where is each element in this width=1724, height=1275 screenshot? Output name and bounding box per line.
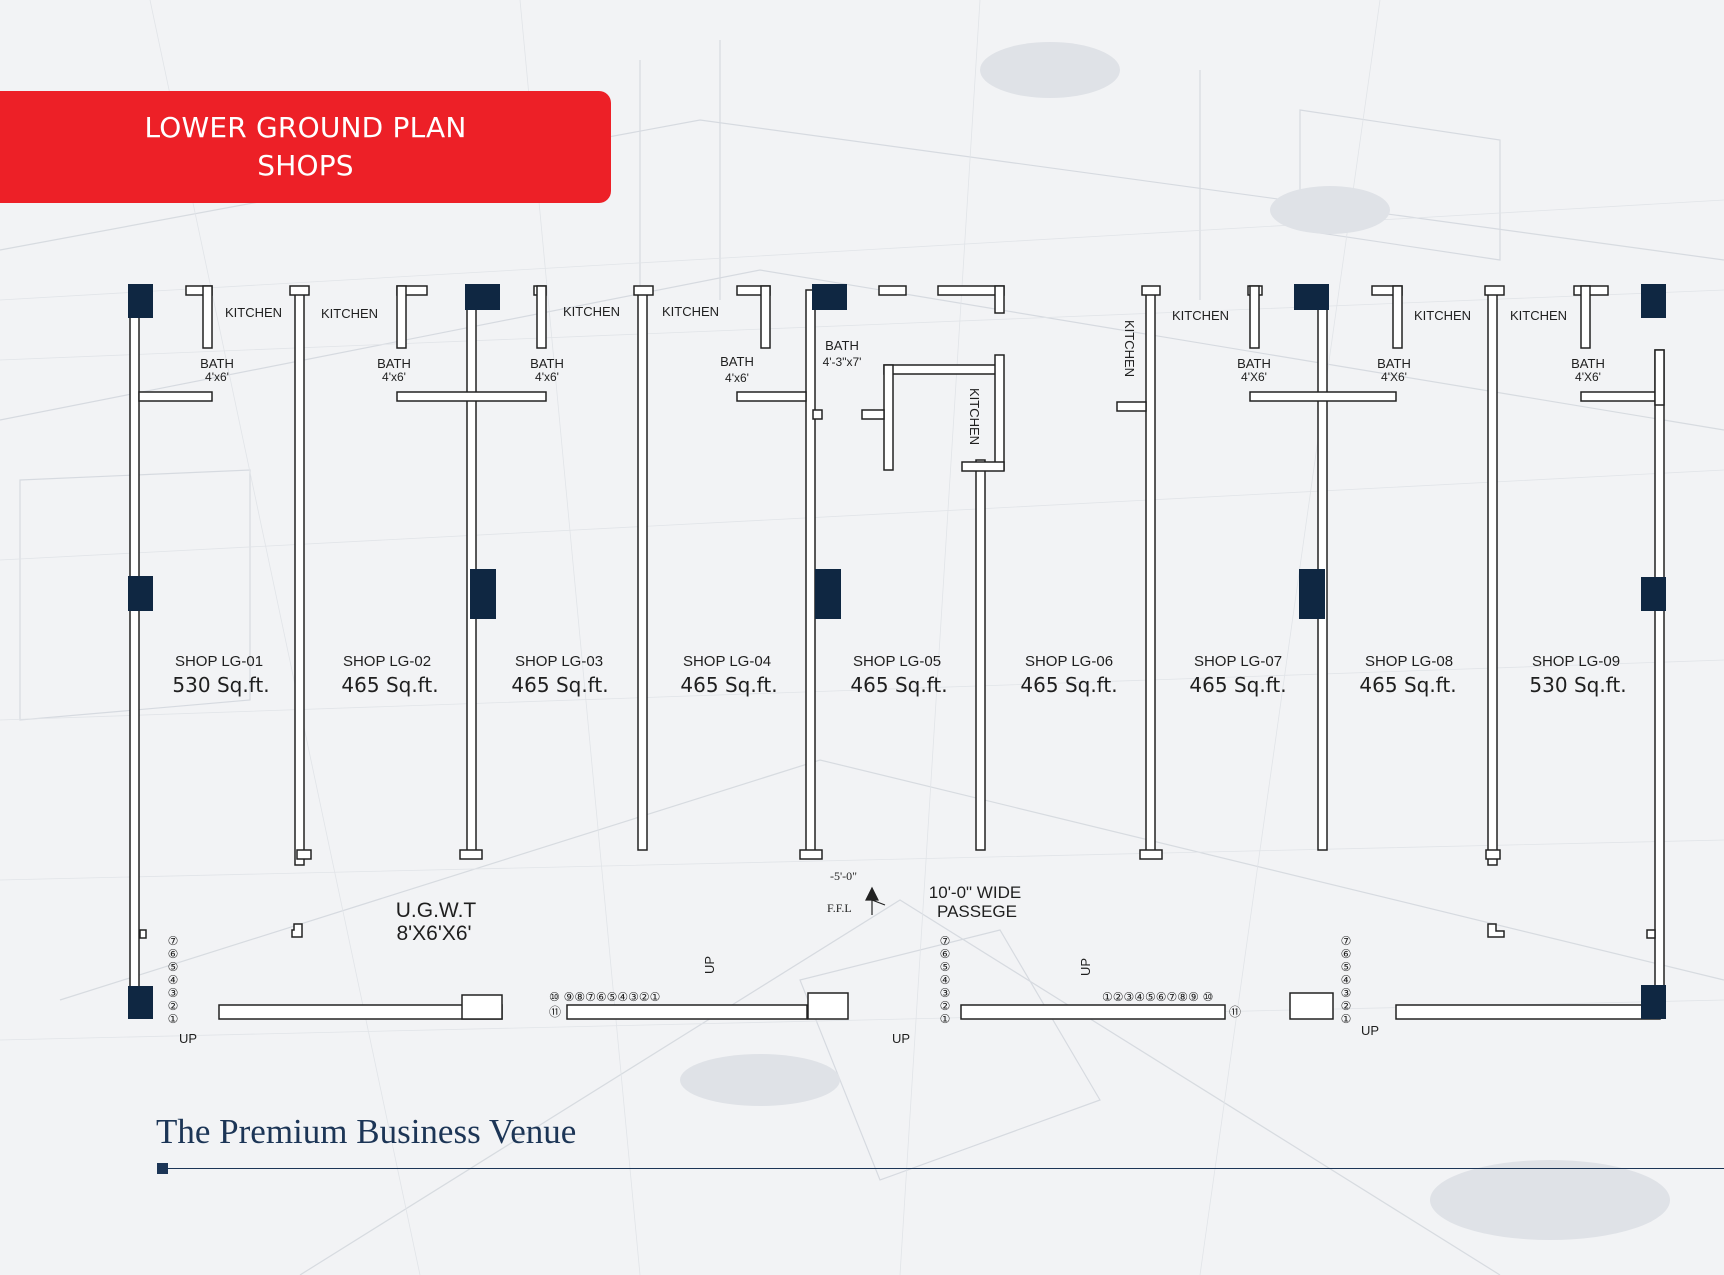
footer-rule-marker bbox=[157, 1163, 168, 1174]
up-label: UP bbox=[179, 1031, 197, 1046]
bath-size: 4'x6' bbox=[382, 370, 406, 384]
footer-tagline: The Premium Business Venue bbox=[156, 1112, 577, 1151]
bath-label: BATH bbox=[200, 356, 234, 371]
stair-steps-row: ⑩ ⑨⑧⑦⑥⑤④③②① bbox=[549, 990, 660, 1004]
wall-lg08-lg09 bbox=[1487, 289, 1498, 866]
column bbox=[812, 284, 847, 310]
bath-size: 4'X6' bbox=[1575, 370, 1601, 384]
column bbox=[815, 569, 841, 619]
shop-area: 465 Sq.ft. bbox=[1359, 673, 1456, 697]
shop-name: SHOP LG-03 bbox=[515, 653, 603, 670]
stair-steps: ⑦⑥⑤④③②① ⑦⑥⑤④③②① ⑦⑥⑤④③②① ⑩ ⑨⑧⑦⑥⑤④③②① ⑪ ①②… bbox=[166, 934, 1353, 1025]
kitchen-label: KITCHEN bbox=[321, 306, 378, 321]
shop-name: SHOP LG-09 bbox=[1532, 653, 1620, 670]
shop-name: SHOP LG-01 bbox=[175, 653, 263, 670]
wall-lg01-lg02 bbox=[294, 289, 305, 866]
up-label-vertical: UP bbox=[1078, 958, 1093, 976]
kitchen-label-vertical: KITCHEN bbox=[967, 388, 982, 445]
column bbox=[1641, 284, 1666, 318]
kitchen-label: KITCHEN bbox=[563, 304, 620, 319]
shop-area: 465 Sq.ft. bbox=[680, 673, 777, 697]
bath-label: BATH bbox=[1571, 356, 1605, 371]
kitchen-label-vertical: KITCHEN bbox=[1122, 320, 1137, 377]
stair-steps-row: ⑪ bbox=[1229, 1005, 1241, 1019]
ffl-mark: F.F.L bbox=[827, 901, 852, 915]
column bbox=[1294, 284, 1329, 310]
up-label-vertical: UP bbox=[702, 956, 717, 974]
kitchen-label: KITCHEN bbox=[1172, 308, 1229, 323]
outer-wall-left bbox=[129, 289, 140, 1016]
shop-area: 465 Sq.ft. bbox=[850, 673, 947, 697]
plan-title-banner: LOWER GROUND PLAN SHOPS bbox=[0, 91, 611, 203]
column bbox=[470, 569, 496, 619]
stair-steps-row: ①②③④⑤⑥⑦⑧⑨ ⑩ bbox=[1102, 990, 1213, 1004]
stair-steps-vertical: ⑦⑥⑤④③②① bbox=[1339, 934, 1353, 1025]
kitchen-labels: KITCHEN KITCHEN KITCHEN KITCHEN KITCHEN … bbox=[225, 304, 1567, 445]
passage-label: 10'-0" WIDE bbox=[929, 883, 1021, 902]
column bbox=[1299, 569, 1325, 619]
column bbox=[128, 284, 153, 318]
shop-name: SHOP LG-04 bbox=[683, 653, 771, 670]
passage-label: PASSEGE bbox=[937, 902, 1017, 921]
shop-area: 465 Sq.ft. bbox=[341, 673, 438, 697]
misc-labels: U.G.W.T 8'X6'X6' 10'-0" WIDE PASSEGE -5'… bbox=[179, 869, 1379, 1046]
shop-name: SHOP LG-06 bbox=[1025, 653, 1113, 670]
level-arrow-icon bbox=[865, 886, 886, 915]
kitchen-label: KITCHEN bbox=[1414, 308, 1471, 323]
bath-size: 4'x6' bbox=[535, 370, 559, 384]
shop-name: SHOP LG-07 bbox=[1194, 653, 1282, 670]
shop-area: 465 Sq.ft. bbox=[1020, 673, 1117, 697]
shop-area: 530 Sq.ft. bbox=[172, 673, 269, 697]
columns bbox=[128, 284, 1666, 1019]
stair-steps-vertical: ⑦⑥⑤④③②① bbox=[166, 934, 180, 1025]
stair-steps-vertical: ⑦⑥⑤④③②① bbox=[938, 934, 952, 1025]
shop-name: SHOP LG-05 bbox=[853, 653, 941, 670]
column bbox=[128, 576, 153, 611]
up-label: UP bbox=[892, 1031, 910, 1046]
bath-label: BATH bbox=[1237, 356, 1271, 371]
column bbox=[465, 284, 500, 310]
kitchen-label: KITCHEN bbox=[662, 304, 719, 319]
bath-size: 4'x6' bbox=[725, 371, 749, 385]
ugwt-label: U.G.W.T bbox=[396, 899, 477, 922]
shop-area: 465 Sq.ft. bbox=[1189, 673, 1286, 697]
bath-label: BATH bbox=[825, 338, 859, 353]
plan-subtitle: SHOPS bbox=[257, 149, 354, 182]
kitchen-label: KITCHEN bbox=[1510, 308, 1567, 323]
wall-lg05-lg06 bbox=[975, 459, 986, 851]
bath-size: 4'-3"x7' bbox=[823, 355, 862, 369]
bath-labels: BATH 4'x6' BATH 4'x6' BATH 4'x6' BATH 4'… bbox=[200, 338, 1605, 385]
column bbox=[1641, 577, 1666, 611]
kitchen-label: KITCHEN bbox=[225, 305, 282, 320]
bath-label: BATH bbox=[1377, 356, 1411, 371]
stair-steps-row: ⑪ bbox=[549, 1005, 561, 1019]
bath-label: BATH bbox=[720, 354, 754, 369]
level-mark: -5'-0" bbox=[830, 869, 857, 883]
shop-area: 530 Sq.ft. bbox=[1529, 673, 1626, 697]
bath-label: BATH bbox=[377, 356, 411, 371]
bath-label: BATH bbox=[530, 356, 564, 371]
bath-size: 4'X6' bbox=[1381, 370, 1407, 384]
column bbox=[1641, 985, 1666, 1019]
outer-wall-right bbox=[1654, 349, 1665, 1016]
shop-area: 465 Sq.ft. bbox=[511, 673, 608, 697]
wall-lg04-lg05 bbox=[805, 289, 816, 856]
shop-name: SHOP LG-08 bbox=[1365, 653, 1453, 670]
wall-lg06-lg07 bbox=[1145, 289, 1156, 856]
wall-lg03-lg04 bbox=[637, 289, 648, 851]
up-label: UP bbox=[1361, 1023, 1379, 1038]
footer-rule bbox=[163, 1168, 1724, 1169]
bath-size: 4'x6' bbox=[205, 370, 229, 384]
plan-title: LOWER GROUND PLAN bbox=[144, 111, 467, 144]
bath-size: 4'X6' bbox=[1241, 370, 1267, 384]
shop-name: SHOP LG-02 bbox=[343, 653, 431, 670]
ugwt-size: 8'X6'X6' bbox=[396, 922, 471, 945]
column bbox=[128, 986, 153, 1019]
shop-labels: SHOP LG-01 530 Sq.ft. SHOP LG-02 465 Sq.… bbox=[172, 653, 1626, 697]
